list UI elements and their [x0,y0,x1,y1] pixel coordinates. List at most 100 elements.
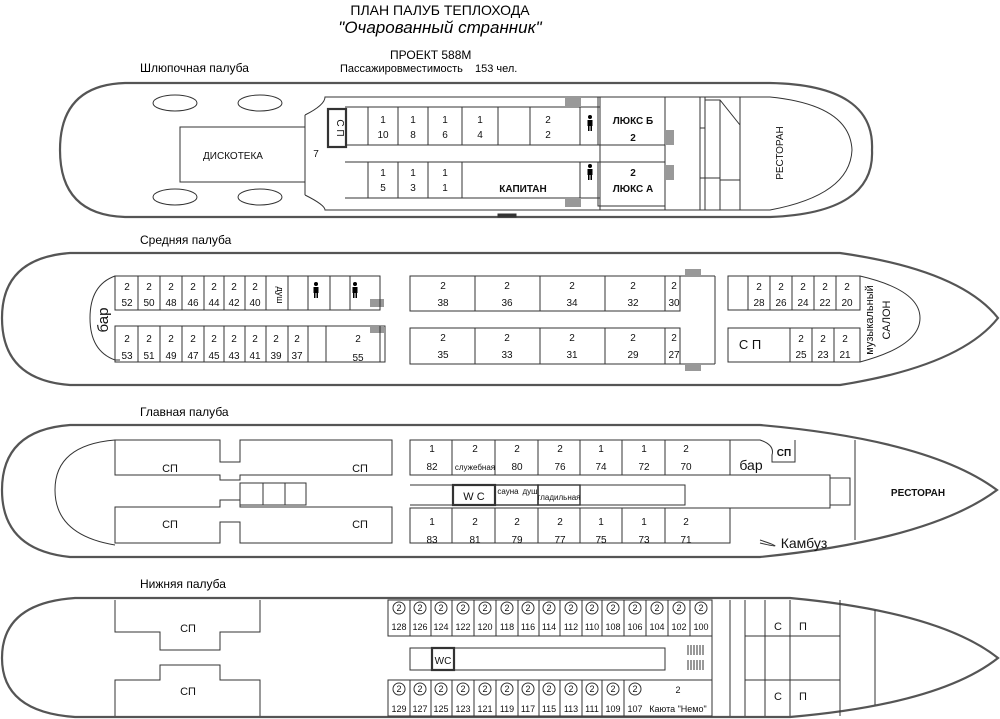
cabin-capacity: 2 [569,281,575,292]
boat-sp-label: С П [334,119,345,136]
cabin-capacity: 1 [477,115,483,126]
cabin-number: 77 [554,535,566,546]
cabin-number: 21 [839,350,851,361]
cabin-capacity: 2 [124,282,130,293]
cabin-number: 10 [377,130,389,141]
lifeboat [237,94,283,112]
cabin-capacity: 2 [472,517,478,528]
capacity-circle [564,601,578,615]
cabin-capacity: 2 [820,334,826,345]
capacity-label: Пассажировместимость [340,63,463,75]
cabin-capacity: 2 [683,444,689,455]
lower-s-label: С [774,691,782,703]
cabin-capacity: 2 [756,282,762,293]
cabin-capacity: 1 [641,517,647,528]
cabin-number: 125 [433,704,448,714]
cabin-capacity: 2 [438,684,443,694]
cabin-capacity: 2 [545,115,551,126]
cabin-number: 4 [477,130,483,141]
cabin-capacity: 2 [514,517,520,528]
cabin-capacity: 2 [844,282,850,293]
shower-label: душ [522,487,537,496]
lower-deck-hull [0,596,1000,719]
cabin-number: 32 [627,298,639,309]
cabin-number: 40 [249,298,261,309]
sauna-label: сауна [497,487,519,496]
cabin-capacity: 2 [822,282,828,293]
capacity-circle [478,682,492,696]
cabin-number: 50 [143,298,155,309]
capacity-circle [456,601,470,615]
cabin-capacity: 2 [460,684,465,694]
cabin-number: 119 [500,704,514,714]
cabin-capacity: 2 [632,603,637,613]
cabin-number: 129 [391,704,406,714]
lower-p-label: П [799,691,807,703]
cabin-capacity: 1 [641,444,647,455]
cabin-number: 26 [775,298,787,309]
cabin-number: 120 [477,622,492,632]
cabin-number: 43 [228,351,240,362]
ironing-label: гладильная [537,493,580,502]
cabin-capacity: 2 [630,281,636,292]
cabin-number: 36 [501,298,513,309]
cabin-number: 37 [291,351,303,362]
capacity-circle [606,682,620,696]
cabin-capacity: 2 [211,334,217,345]
capacity-circle [521,601,535,615]
main-sp-label: СП [162,463,178,475]
cabin-capacity: 2 [525,684,530,694]
cabin-capacity: 2 [482,603,487,613]
main-sp-label: СП [162,519,178,531]
main-bar-label: бар [739,457,762,473]
cabin-capacity: 1 [380,168,386,179]
cabin-capacity: 2 [504,281,510,292]
capacity-circle [392,682,406,696]
cabin-capacity: 2 [417,684,422,694]
cabin-number: 109 [605,704,620,714]
cabin-capacity: 2 [252,334,258,345]
cabin-capacity: 2 [698,603,703,613]
cabin-number: 127 [412,704,427,714]
lower-sp-label: СП [180,686,196,698]
cabin-capacity: 2 [546,684,551,694]
capacity-circle [478,601,492,615]
cabin-capacity: 2 [190,282,196,293]
wc-label: W C [463,491,484,503]
lower-sp-label: СП [180,623,196,635]
capacity-circle [542,682,556,696]
cabin-capacity: 2 [671,333,677,344]
cabin-capacity: 2 [676,603,681,613]
middle-deck-title: Средняя палуба [140,233,232,247]
boat-deck-hull [58,81,874,219]
project-label: ПРОЕКТ 588М [390,48,472,62]
lower-p-label: П [799,621,807,633]
cabin-capacity: 2 [355,334,361,345]
cabin-number: 25 [795,350,807,361]
salon-label: САЛОН [881,300,893,339]
cabin-capacity: 2 [472,444,478,455]
capacity-circle [392,601,406,615]
cabin-capacity: 1 [442,168,448,179]
capacity-circle [628,682,642,696]
cabin-capacity: 2 [568,684,573,694]
cabin-number: 121 [477,704,492,714]
cabin-number: 29 [627,350,639,361]
disco-label: ДИСКОТЕКА [203,151,263,162]
cabin-number: 73 [638,535,650,546]
cabin-capacity: 2 [557,517,563,528]
main-sp-label: СП [352,463,368,475]
capacity-circle [413,601,427,615]
cabin-number: служебная [455,463,495,472]
stairs-icon [370,269,701,371]
cabin-capacity: 2 [610,603,615,613]
cabin-capacity: 1 [598,517,604,528]
ironing-box [537,484,581,506]
cabin-number: 8 [410,130,416,141]
capacity-circle [585,682,599,696]
capacity-circle [434,682,448,696]
cabin-capacity: 2 [504,603,509,613]
cabin-number: 122 [455,622,470,632]
cabin-capacity: 2 [124,334,130,345]
cabin-number: 20 [841,298,853,309]
